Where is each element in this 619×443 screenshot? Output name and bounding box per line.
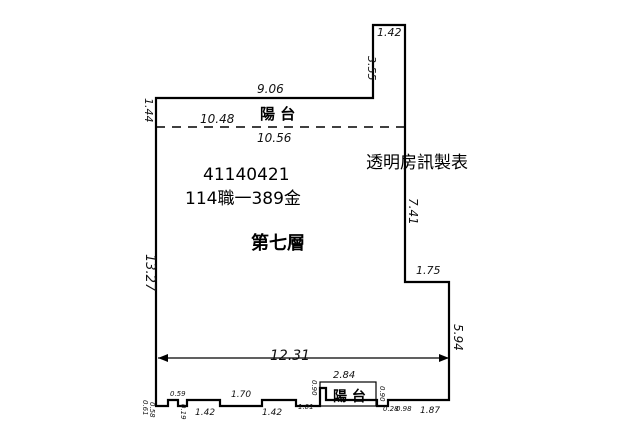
dim-bottom-seg-1: 1.42 bbox=[195, 408, 215, 418]
bottom-balcony-label: 陽 台 bbox=[333, 388, 366, 405]
dim-dashed-left: 10.48 bbox=[200, 112, 235, 126]
dim-bottom-seg-2: 1.42 bbox=[262, 408, 282, 418]
dim-bottom-seg-3: 1.01 bbox=[298, 403, 314, 411]
dim-total-width: 12.31 bbox=[270, 348, 310, 364]
dim-bottom-notch-2: 1.70 bbox=[231, 390, 251, 400]
dim-bottom-left-c: 0.19 bbox=[179, 404, 187, 420]
balcony-top-label: 陽 台 bbox=[260, 105, 295, 123]
dim-bottom-seg-4: 1.87 bbox=[420, 406, 440, 416]
dim-bottom-right-a: 0.28 bbox=[383, 405, 399, 413]
dim-bottom-left-a: 0.61 bbox=[141, 400, 149, 416]
dim-left-height: 13.27 bbox=[142, 254, 157, 292]
dim-bottom-left-b: 0.58 bbox=[148, 402, 156, 418]
bottom-balcony-outline bbox=[319, 381, 377, 407]
dim-top-right-height: 3.55 bbox=[365, 56, 378, 81]
case-id: 41140421 bbox=[203, 165, 290, 185]
dim-bottom-balcony-width: 2.84 bbox=[333, 370, 355, 381]
dim-top-left-height: 1.44 bbox=[142, 98, 155, 123]
dim-right-lower: 5.94 bbox=[451, 324, 465, 351]
dim-top-right-width: 1.42 bbox=[377, 26, 402, 39]
dim-step-width: 1.75 bbox=[416, 264, 441, 277]
dim-bottom-notch-1: 0.59 bbox=[170, 390, 186, 398]
dim-right-upper: 7.41 bbox=[406, 198, 420, 225]
dim-bottom-balcony-left: 0.90 bbox=[310, 380, 318, 396]
dim-bottom-right-b: 0.98 bbox=[396, 405, 412, 413]
document-number: 114職一389金 bbox=[185, 189, 301, 209]
floor-label: 第七層 bbox=[251, 232, 305, 254]
dim-bottom-balcony-right: 0.90 bbox=[378, 386, 386, 402]
dim-top-width: 9.06 bbox=[257, 82, 284, 96]
watermark-text: 透明房訊製表 bbox=[366, 153, 468, 173]
dimension-arrow-left bbox=[158, 354, 168, 362]
dimension-arrow-right bbox=[439, 354, 449, 362]
dim-dashed-right: 10.56 bbox=[257, 131, 292, 145]
